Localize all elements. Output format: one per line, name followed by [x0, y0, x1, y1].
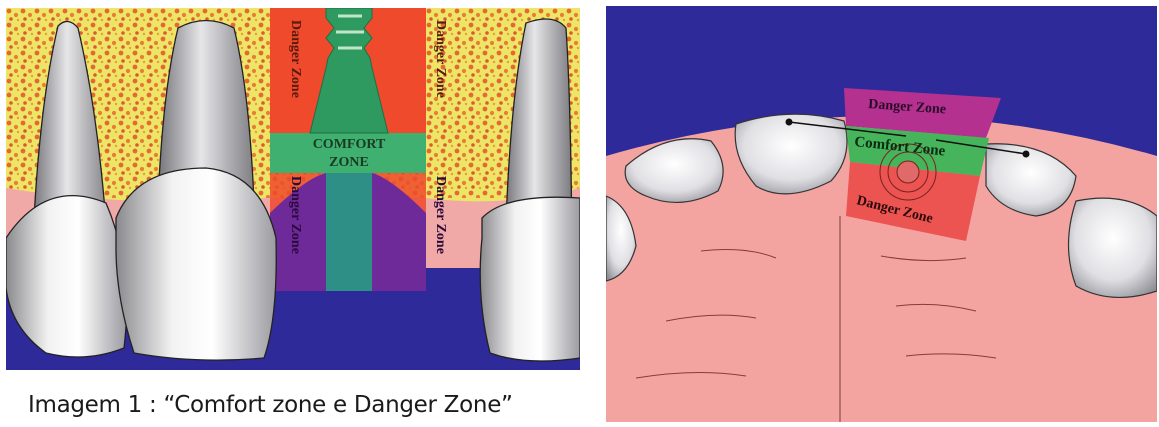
- occlusal-implant-diagram: Danger Zone Comfort Zone Danger Zone: [606, 6, 1157, 422]
- figure-caption: Imagem 1 : “Comfort zone e Danger Zone”: [28, 392, 513, 418]
- tooth-right-canine: [1069, 198, 1158, 297]
- reference-point-left: [786, 119, 793, 126]
- frontal-implant-diagram: Danger Zone Danger Zone Danger Zone Dang…: [6, 8, 580, 370]
- tooth-crown-right: [480, 197, 580, 361]
- left-danger-label-ll: Danger Zone: [288, 176, 303, 254]
- tooth-crown-canine: [6, 196, 127, 357]
- reference-point-right: [1023, 151, 1030, 158]
- left-danger-label-lr: Danger Zone: [433, 176, 448, 254]
- tooth-crown-lateral: [116, 168, 276, 360]
- left-figure: Danger Zone Danger Zone Danger Zone Dang…: [6, 8, 580, 370]
- right-figure: Danger Zone Comfort Zone Danger Zone: [606, 6, 1157, 422]
- implant-site: [897, 161, 919, 183]
- left-comfort-label-1: COMFORT: [313, 137, 386, 152]
- comfort-zone-core: [326, 173, 372, 291]
- left-comfort-label-2: ZONE: [329, 155, 369, 170]
- left-danger-label-ur: Danger Zone: [433, 20, 448, 98]
- left-danger-label-ul: Danger Zone: [288, 20, 303, 98]
